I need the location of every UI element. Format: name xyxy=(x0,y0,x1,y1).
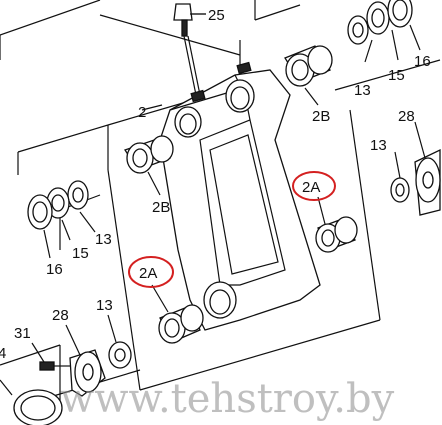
label-13-left: 13 xyxy=(95,231,112,248)
plate-right xyxy=(390,148,441,216)
label-28-right: 28 xyxy=(398,108,415,125)
label-25: 25 xyxy=(208,7,225,24)
highlight-circle-2a-right xyxy=(292,171,336,201)
label-13-right: 13 xyxy=(370,137,387,154)
label-2a-right: 2A xyxy=(302,179,320,196)
label-2a-left: 2A xyxy=(139,265,157,282)
label-2b-top: 2B xyxy=(312,108,330,125)
label-2b-left: 2B xyxy=(152,199,170,216)
grease-fitting xyxy=(173,3,206,96)
label-15-top: 15 xyxy=(388,67,405,84)
bushing-2a-left xyxy=(158,304,204,344)
label-4: 4 xyxy=(0,345,6,362)
label-13-bottom: 13 xyxy=(96,297,113,314)
label-31: 31 xyxy=(14,325,31,342)
reference-lines xyxy=(0,0,441,410)
bushing-2b-left xyxy=(124,135,174,174)
highlight-circle-2a-left xyxy=(128,256,174,288)
bushing-2a-right xyxy=(315,216,358,253)
label-28-bottom: 28 xyxy=(52,307,69,324)
plate-bottom-left xyxy=(0,341,132,425)
label-15-left: 15 xyxy=(72,245,89,262)
bushing-2b-top xyxy=(284,45,333,87)
washer-set-left xyxy=(27,180,89,230)
watermark: www.tehstroy.by xyxy=(60,376,395,422)
label-13-top: 13 xyxy=(354,82,371,99)
leader-lines xyxy=(31,13,426,363)
label-16-top: 16 xyxy=(414,53,431,70)
link-body xyxy=(159,61,321,331)
label-16-left: 16 xyxy=(46,261,63,278)
label-2: 2 xyxy=(138,104,146,121)
washer-set-top-right xyxy=(347,0,413,45)
